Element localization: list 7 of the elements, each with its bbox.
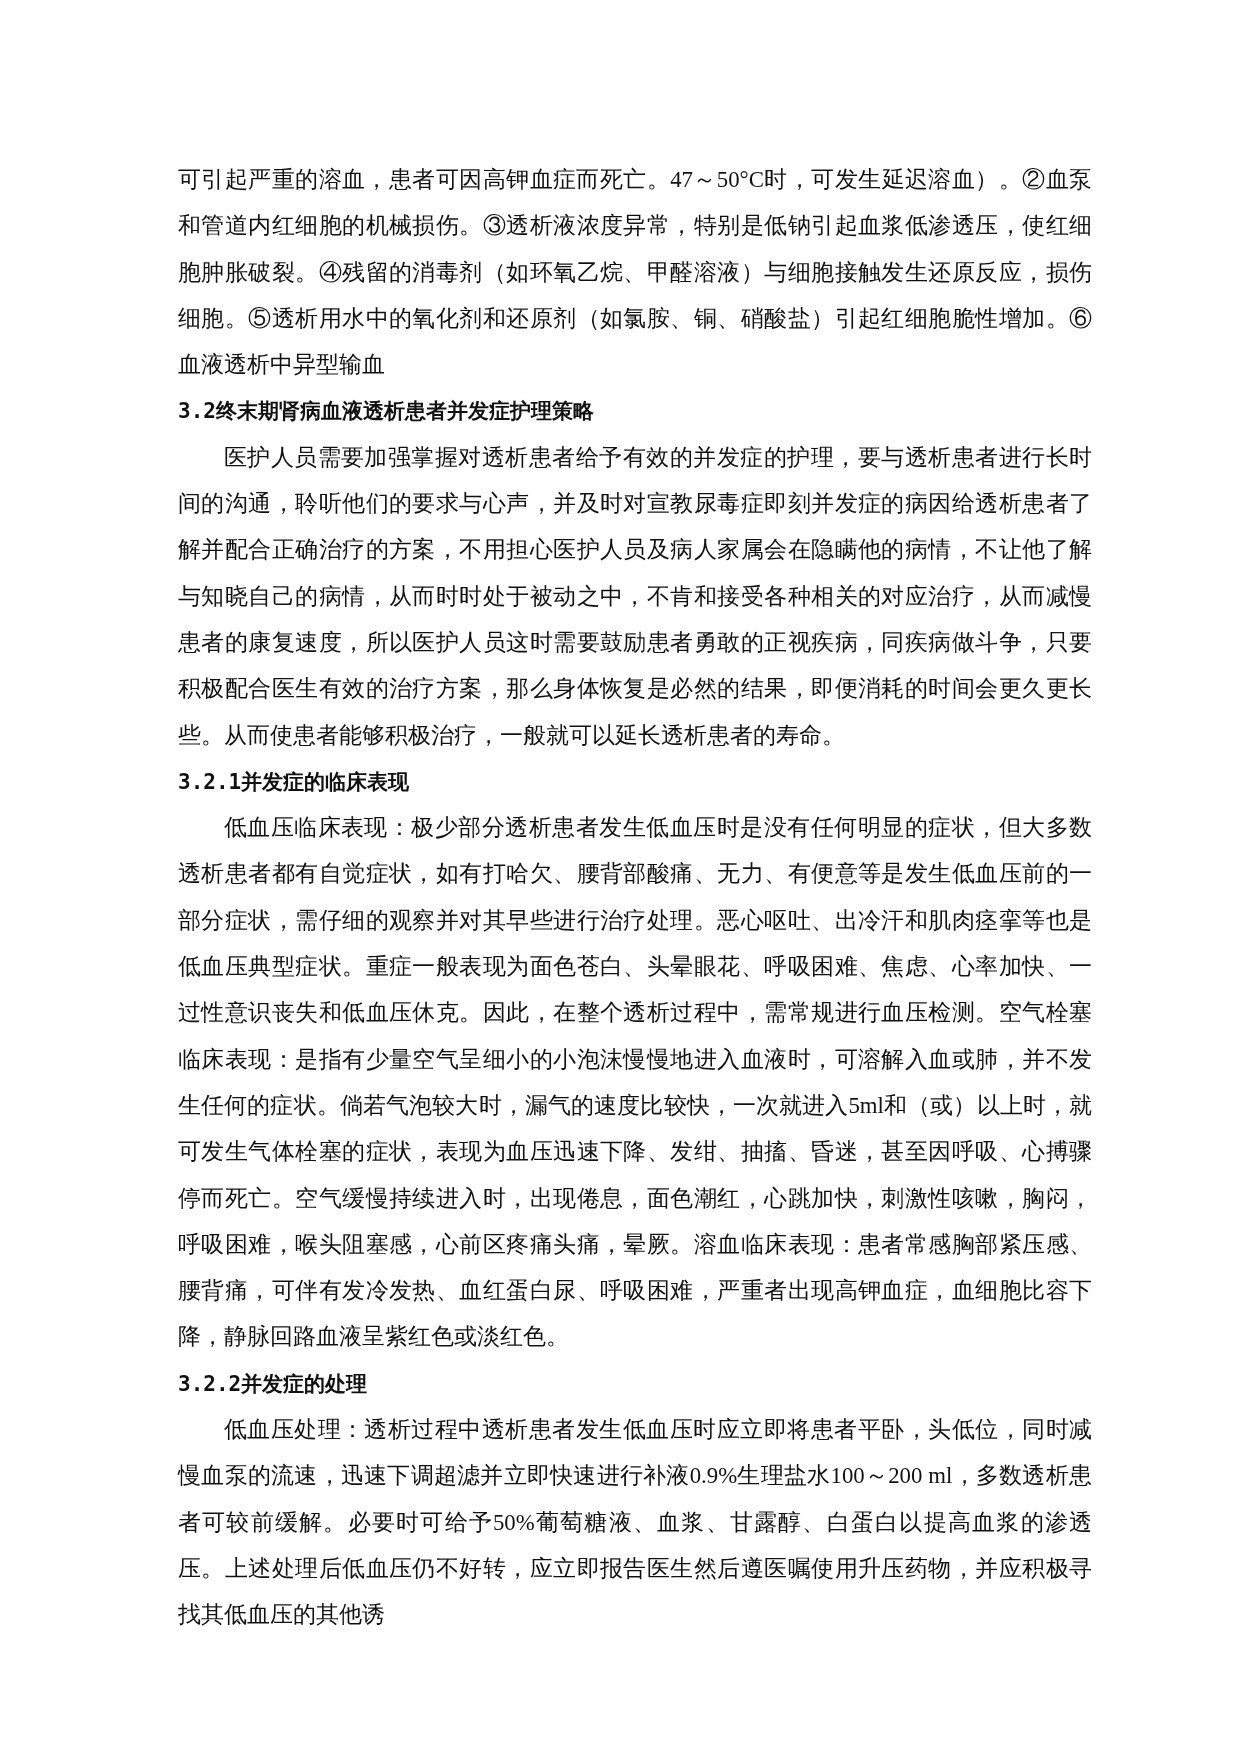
section-heading: 3.2终末期肾病血液透析患者并发症护理策略 [178,398,595,426]
paragraph: 医护人员需要加强掌握对透析患者给予有效的并发症的护理，要与透析患者进行长时间的沟通，聆听他们的要求与心声，并及时对宣教尿毒症即刻并发症的病因给透析患者了解并配合正确治疗的方案，不用担心医护人员及病人家属会在隐瞒他的病情，不让他了解与知晓自己的病情，从而时时处于被动之中，不肯和接受各种相关的对应治疗，从而减慢患者的康复速度，所以医护人员这时需要鼓励患者勇敢的正视疾病，同疾病做斗争，只要积极配合医生有效的治疗方案，那么身体恢复是必然的结果，即便消耗的时间会更久更长些。从而使患者能够积极治疗，一般就可以延长透析患者的寿命。 [178,443,1092,750]
section-heading: 3.2.2并发症的处理 [178,1370,369,1398]
paragraph: 低血压处理：透析过程中透析患者发生低血压时应立即将患者平卧，头低位，同时减慢血泵的流速，迅速下调超滤并立即快速进行补液0.9%生理盐水100～200 ml，多数透析患者可较前缓解。必要时可给予50%葡萄糖液、血浆、甘露醇、白蛋白以提高血浆的渗透压。上述处理后低血压仍不好转，应立即报告医生然后遵医嘱使用升压药物，并应积极寻找其低血压的其他诱 [178,1416,1092,1630]
paragraph: 可引起严重的溶血，患者可因高钾血症而死亡。47～50°C时，可发生延迟溶血）。②血泵和管道内红细胞的机械损伤。③透析液浓度异常，特别是低钠引起血浆低渗透压，使红细胞肿胀破裂。④残留的消毒剂（如环氧乙烷、甲醛溶液）与细胞接触发生还原反应，损伤细胞。⑤透析用水中的氧化剂和还原剂（如氯胺、铜、硝酸盐）引起红细胞脆性增加。⑥血液透析中异型输血 [178,166,1092,380]
section-heading: 3.2.1并发症的临床表现 [178,768,411,796]
paragraph: 低血压临床表现：极少部分透析患者发生低血压时是没有任何明显的症状，但大多数透析患者都有自觉症状，如有打哈欠、腰背部酸痛、无力、有便意等是发生低血压前的一部分症状，需仔细的观察并对其早些进行治疗处理。恶心呕吐、出冷汗和肌肉痉挛等也是低血压典型症状。重症一般表现为面色苍白、头晕眼花、呼吸困难、焦虑、心率加快、一过性意识丧失和低血压休克。因此，在整个透析过程中，需常规进行血压检测。空气栓塞临床表现：是指有少量空气呈细小的小泡沫慢慢地进入血液时，可溶解入血或肺，并不发生任何的症状。倘若气泡较大时，漏气的速度比较快，一次就进入5ml和（或）以上时，就可发生气体栓塞的症状，表现为血压迅速下降、发绀、抽搐、昏迷，甚至因呼吸、心搏骤停而死亡。空气缓慢持续进入时，出现倦息，面色潮红，心跳加快，刺激性咳嗽，胸闷，呼吸困难，喉头阻塞感，心前区疼痛头痛，晕厥。溶血临床表现：患者常感胸部紧压感、腰背痛，可伴有发冷发热、血红蛋白尿、呼吸困难，严重者出现高钾血症，血细胞比容下降，静脉回路血液呈紫红色或淡红色。 [178,814,1092,1352]
